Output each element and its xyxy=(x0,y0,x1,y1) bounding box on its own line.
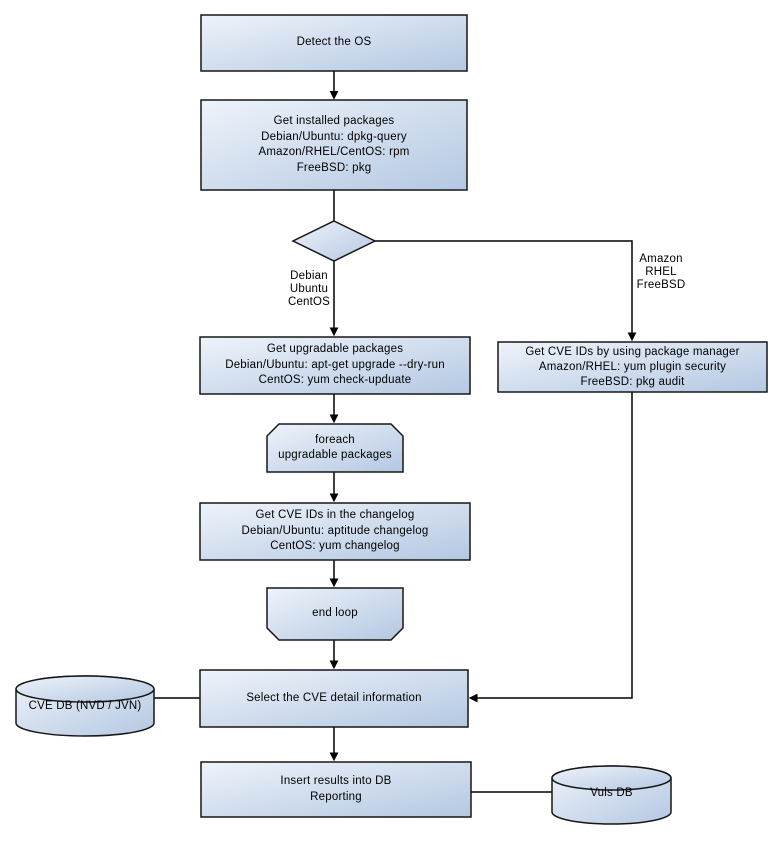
os-decision-diamond xyxy=(291,220,377,262)
edge-pkg-manager-to-select xyxy=(468,392,633,703)
cve-db-cylinder-top xyxy=(15,675,155,703)
get-cve-ids-pkg-manager-box xyxy=(497,341,768,393)
get-installed-packages-box xyxy=(200,99,468,191)
vuls-db-cylinder-top xyxy=(551,765,672,791)
select-cve-detail-box xyxy=(199,669,469,728)
end-loop-shape xyxy=(266,587,404,641)
insert-results-box xyxy=(200,761,472,818)
get-upgradable-packages-box xyxy=(199,336,471,395)
foreach-loop-start-shape xyxy=(266,423,404,473)
edge-decision-to-pkg-manager xyxy=(375,240,637,342)
detect-os-box xyxy=(200,14,468,72)
get-cve-ids-changelog-box xyxy=(199,502,471,561)
